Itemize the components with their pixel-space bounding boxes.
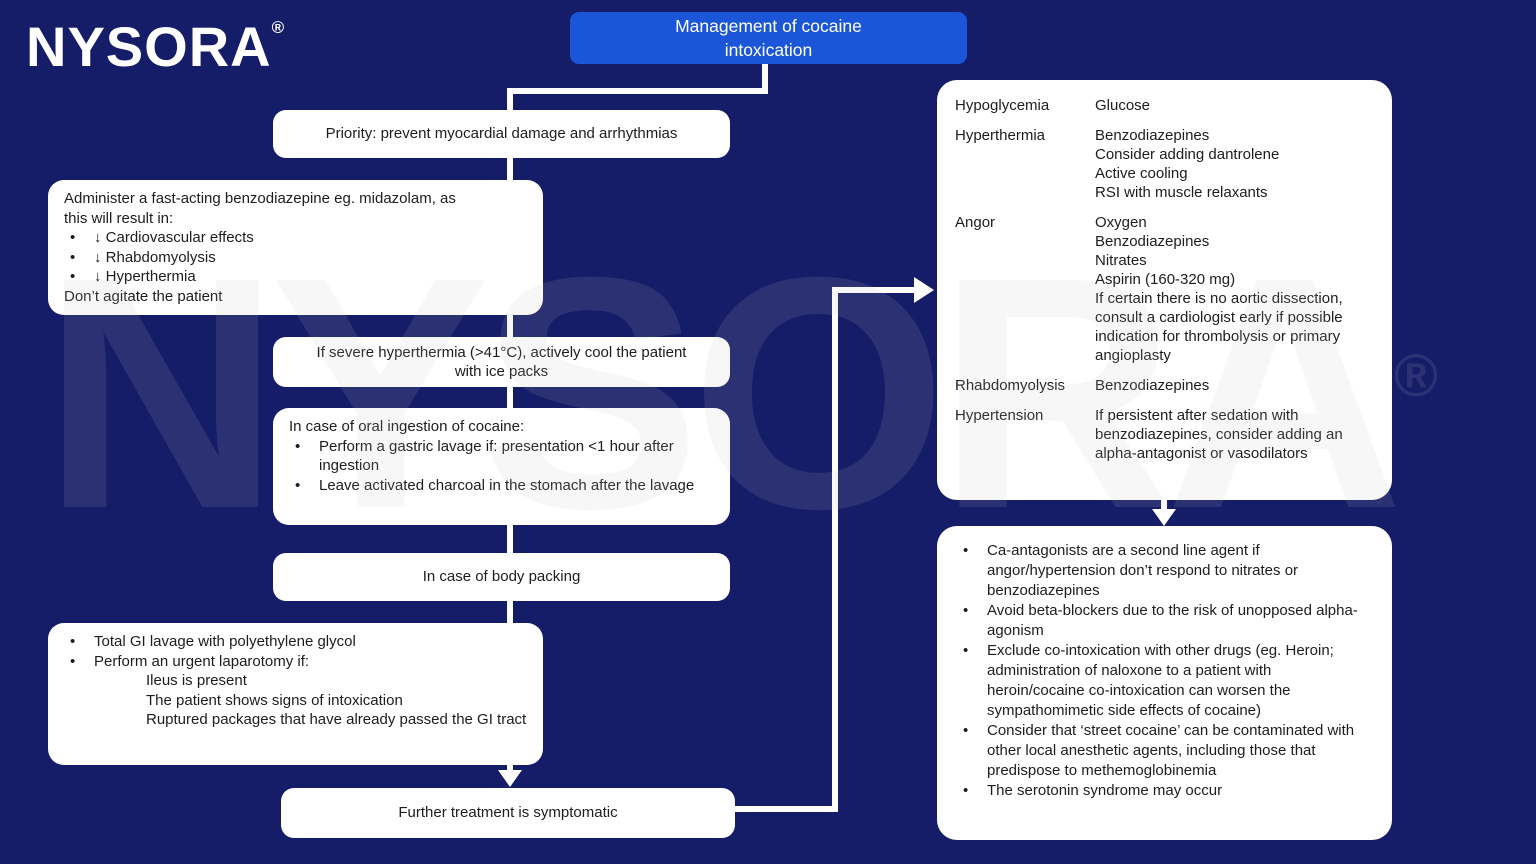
gi-sub-item: The patient shows signs of intoxication: [146, 691, 403, 709]
connector-further-horizontal: [735, 806, 838, 812]
treatment-values: If persistent after sedation with benzod…: [1095, 407, 1343, 462]
connector-table-to-notes: [1161, 500, 1167, 511]
bullet-icon: [64, 632, 94, 652]
connector-right-horizontal: [832, 287, 916, 293]
nysora-logo: NYSORA®: [26, 15, 286, 78]
flow-title-box: Management of cocaine intoxication: [570, 12, 967, 64]
condition-label: Angor: [955, 214, 996, 231]
treatment-row: Hyperthermia Benzodiazepines Consider ad…: [955, 126, 1374, 202]
treatment-values: Glucose: [1095, 97, 1151, 114]
treatment-values: Benzodiazepines Consider adding dantrole…: [1095, 127, 1280, 201]
notes-box: Ca-antagonists are a second line agent i…: [937, 526, 1392, 840]
benzo-bullet: ↓ Cardiovascular effects: [64, 228, 527, 248]
benzo-bullet: ↓ Hyperthermia: [64, 267, 527, 287]
benzo-intro: Administer a fast-acting benzodiazepine …: [64, 190, 456, 227]
bullet-icon: [289, 476, 319, 496]
connector-title-vertical: [762, 64, 768, 94]
bullet-icon: [64, 652, 94, 672]
treatment-row: Hypertension If persistent after sedatio…: [955, 406, 1374, 463]
condition-label: Hypoglycemia: [955, 97, 1050, 114]
further-treatment-text: Further treatment is symptomatic: [398, 804, 618, 822]
bullet-icon: [957, 641, 987, 721]
benzodiazepine-box: Administer a fast-acting benzodiazepine …: [48, 180, 543, 315]
treatment-values: Benzodiazepines: [1095, 377, 1210, 394]
further-treatment-box: Further treatment is symptomatic: [281, 788, 735, 838]
hyperthermia-box: If severe hyperthermia (>41°C), actively…: [273, 337, 730, 387]
oral-ingestion-box: In case of oral ingestion of cocaine: Pe…: [273, 408, 730, 525]
condition-label: Hypertension: [955, 407, 1044, 424]
treatment-row: Angor Oxygen Benzodiazepines Nitrates As…: [955, 213, 1374, 365]
arrow-down-into-notes-icon: [1152, 509, 1176, 526]
gi-sub-item: Ileus is present: [146, 672, 247, 689]
benzo-bullet: ↓ Rhabdomyolysis: [64, 248, 527, 268]
gi-sub-item: Ruptured packages that have already pass…: [146, 711, 527, 728]
treatment-row: Rhabdomyolysis Benzodiazepines: [955, 376, 1374, 395]
priority-box: Priority: prevent myocardial damage and …: [273, 110, 730, 158]
gi-lavage-box: Total GI lavage with polyethylene glycol…: [48, 623, 543, 765]
bullet-icon: [64, 267, 94, 287]
bullet-icon: [64, 248, 94, 268]
treatment-table-box: Hypoglycemia Glucose Hyperthermia Benzod…: [937, 80, 1392, 500]
bullet-icon: [957, 781, 987, 801]
gi-bullet: Total GI lavage with polyethylene glycol: [64, 632, 527, 652]
bullet-icon: [64, 228, 94, 248]
oral-intro: In case of oral ingestion of cocaine:: [289, 418, 525, 435]
oral-bullet: Perform a gastric lavage if: presentatio…: [289, 437, 714, 476]
condition-label: Hyperthermia: [955, 127, 1046, 144]
treatment-values: Oxygen Benzodiazepines Nitrates Aspirin …: [1095, 214, 1343, 364]
note-bullet: The serotonin syndrome may occur: [957, 781, 1360, 801]
connector-title-horizontal: [507, 88, 768, 94]
arrow-right-into-treatment-table-icon: [914, 277, 934, 303]
note-bullet: Exclude co-intoxication with other drugs…: [957, 641, 1360, 721]
priority-text: Priority: prevent myocardial damage and …: [325, 125, 678, 143]
bullet-icon: [957, 601, 987, 641]
oral-bullet: Leave activated charcoal in the stomach …: [289, 476, 714, 496]
treatment-row: Hypoglycemia Glucose: [955, 96, 1374, 115]
flow-title: Management of cocaine intoxication: [675, 16, 862, 60]
note-bullet: Ca-antagonists are a second line agent i…: [957, 541, 1360, 601]
gi-bullet: Perform an urgent laparotomy if:: [64, 652, 527, 672]
body-packing-box: In case of body packing: [273, 553, 730, 601]
bullet-icon: [957, 721, 987, 781]
body-packing-text: In case of body packing: [422, 568, 581, 586]
condition-label: Rhabdomyolysis: [955, 377, 1066, 394]
bullet-icon: [289, 437, 319, 476]
connector-right-vertical: [832, 287, 838, 812]
benzo-footer: Don’t agitate the patient: [64, 287, 223, 305]
note-bullet: Avoid beta-blockers due to the risk of u…: [957, 601, 1360, 641]
hyperthermia-text: If severe hyperthermia (>41°C), actively…: [316, 343, 687, 381]
bullet-icon: [957, 541, 987, 601]
note-bullet: Consider that ‘street cocaine’ can be co…: [957, 721, 1360, 781]
arrow-down-into-further-treatment-icon: [498, 770, 522, 787]
